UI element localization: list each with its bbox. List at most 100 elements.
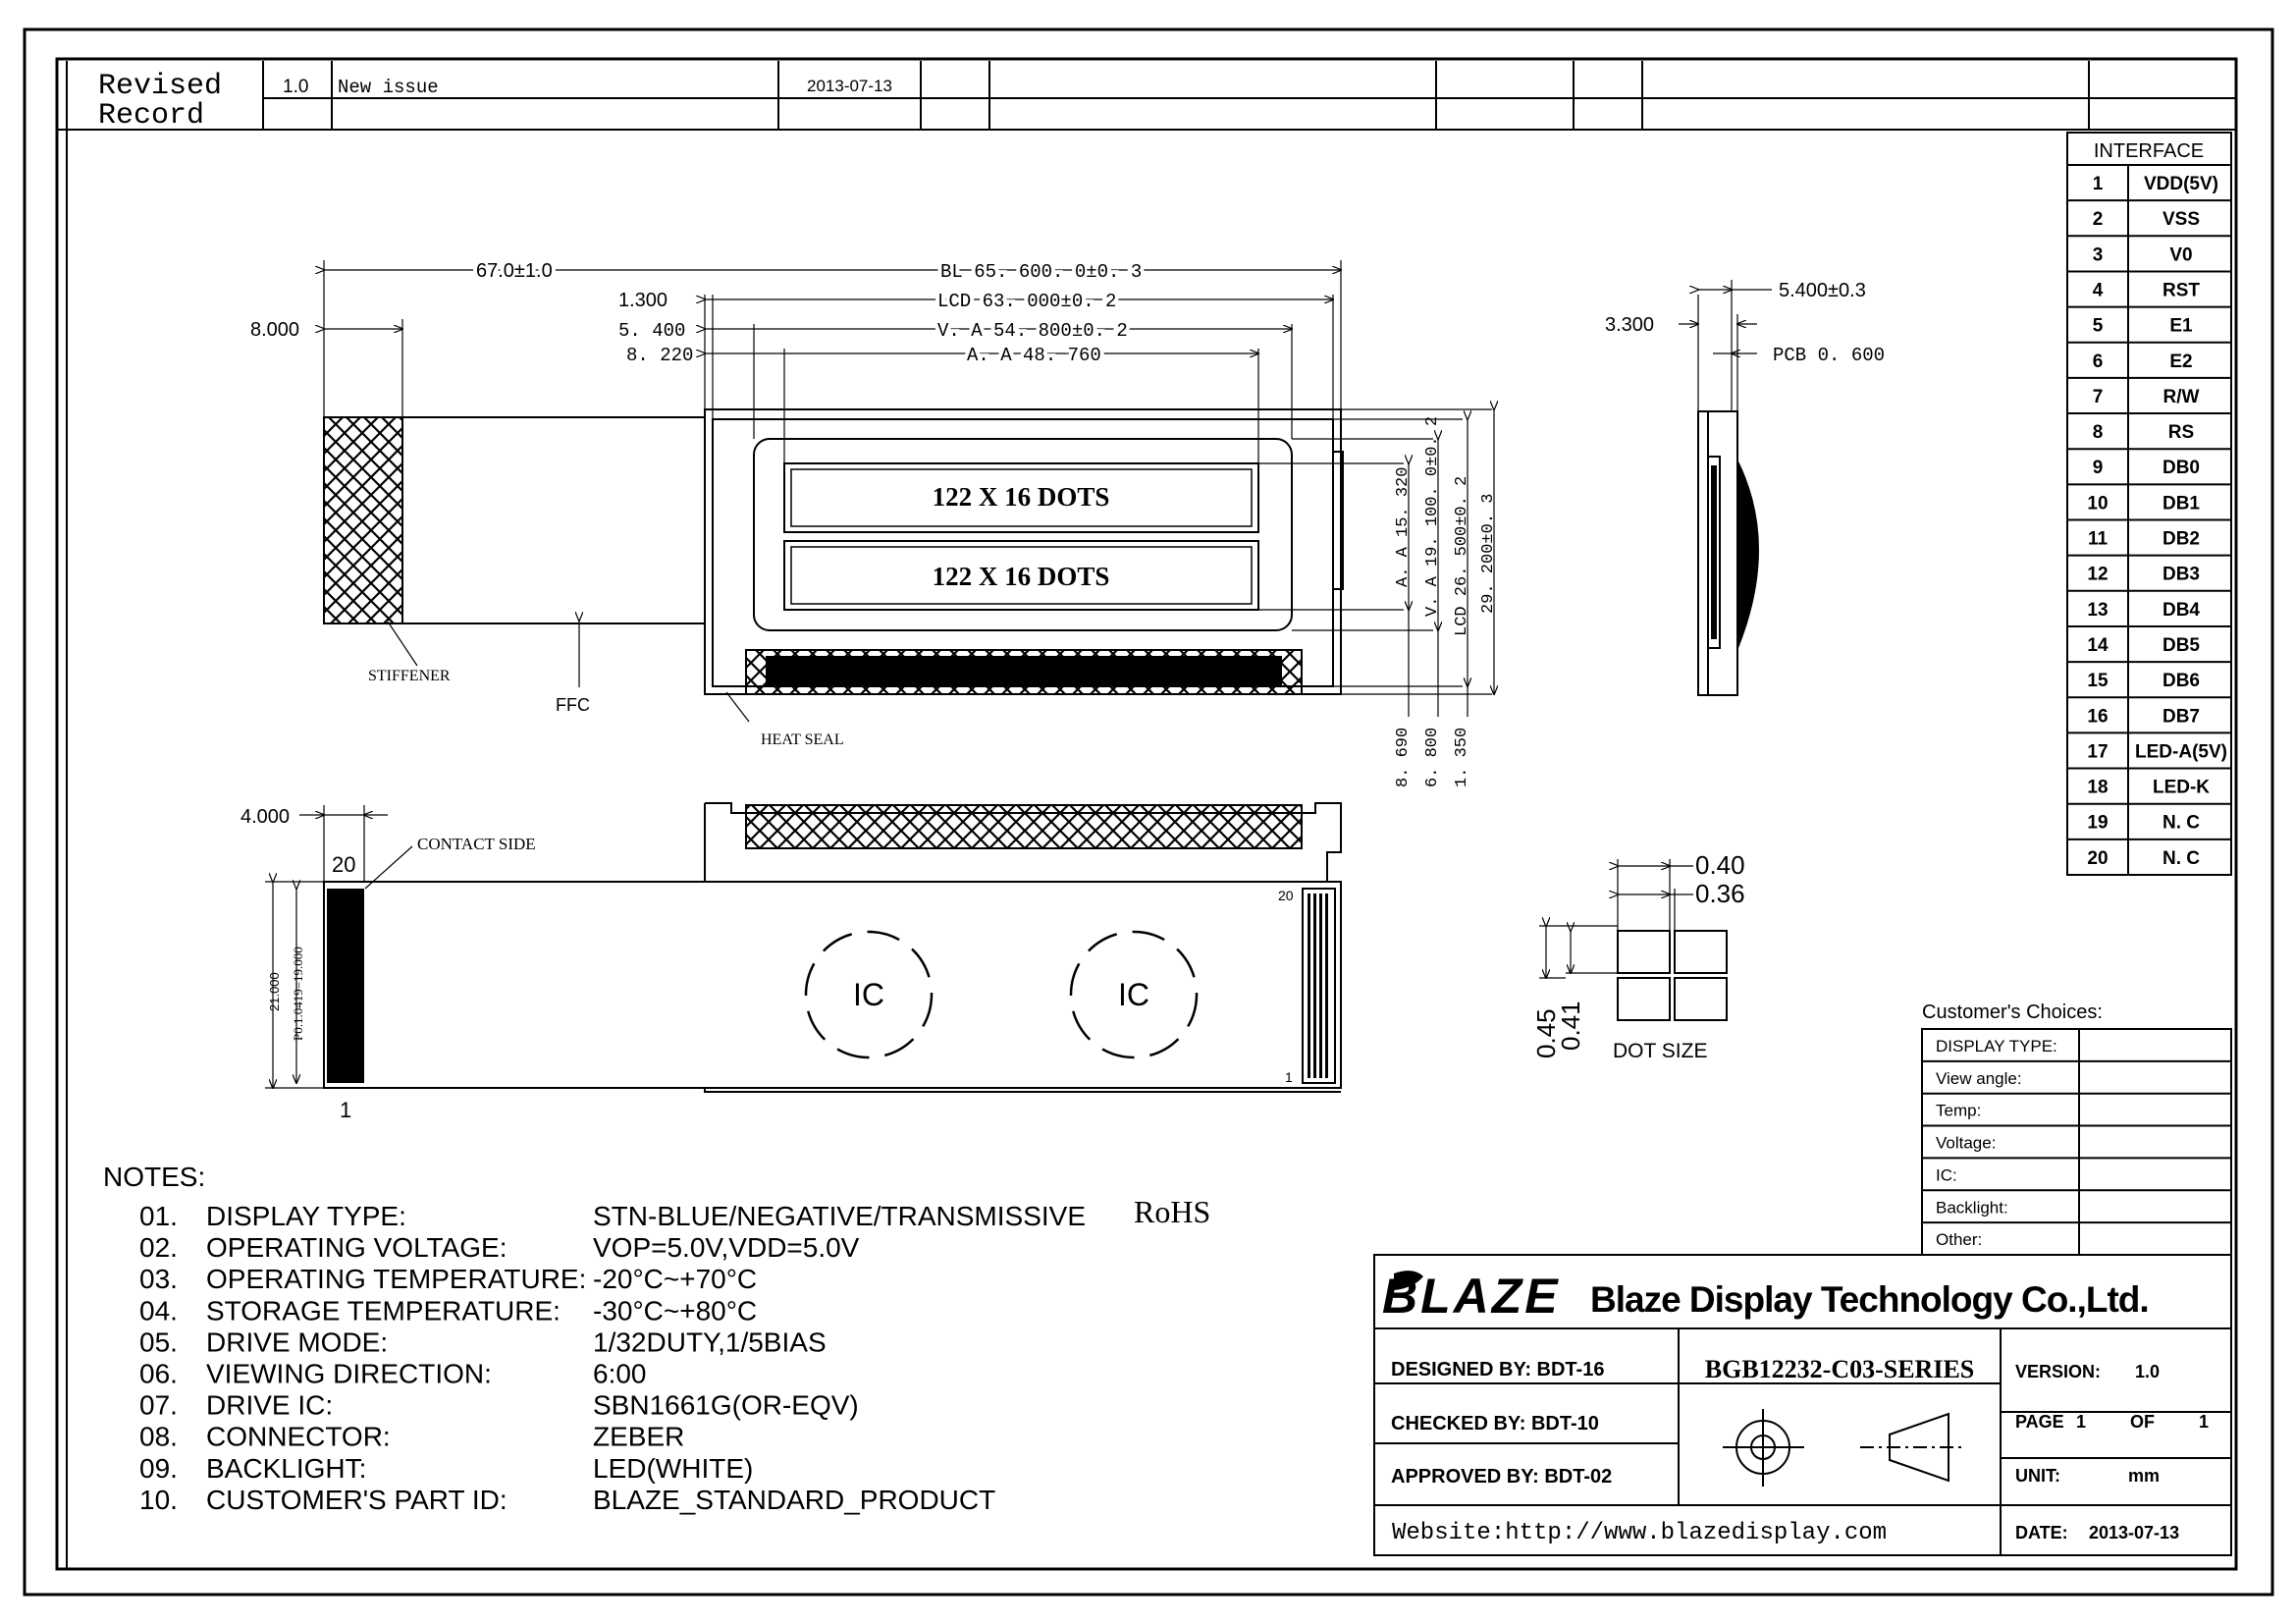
right-connector-pins — [1308, 893, 1330, 1078]
note-number: 10. — [139, 1485, 178, 1515]
back-dim-4000: 4.000 — [240, 806, 290, 828]
projection-symbol — [1723, 1409, 1965, 1487]
pin-number: 2 — [2093, 209, 2104, 230]
side-dim-5400: 5.400±0.3 — [1779, 280, 1866, 301]
back-label-contact: CONTACT SIDE — [417, 835, 536, 853]
unit-value: mm — [2128, 1466, 2160, 1486]
dim-aa: A. A 48. 760 — [967, 345, 1101, 366]
customer-row-label: View angle: — [1936, 1069, 2022, 1088]
notes-title: NOTES: — [103, 1162, 205, 1192]
interface-title: INTERFACE — [2094, 140, 2204, 162]
dim-1300: 1.300 — [618, 290, 667, 311]
of-label: OF — [2130, 1412, 2155, 1432]
dot-dim-040: 0.40 — [1695, 850, 1745, 880]
label-stiffener: STIFFENER — [368, 668, 451, 684]
customer-row-label: Other: — [1936, 1230, 1982, 1249]
note-label: STORAGE TEMPERATURE: — [206, 1295, 561, 1326]
logo: BLAZE — [1382, 1269, 1561, 1324]
note-number: 01. — [139, 1201, 178, 1231]
note-label: DISPLAY TYPE: — [206, 1201, 406, 1231]
back-label-20: 20 — [332, 852, 355, 877]
label-ffc: FFC — [556, 695, 590, 715]
dim-bl: BL 65. 600. 0±0. 3 — [940, 261, 1142, 283]
dim-6800: 6. 800 — [1423, 728, 1442, 787]
dim-va: V. A 54. 800±0. 2 — [937, 320, 1128, 342]
page-total: 1 — [2199, 1412, 2209, 1432]
dot-size-diagram — [1539, 859, 1728, 1021]
back-pcb — [323, 881, 1342, 1089]
pin-name: LED-K — [2153, 778, 2210, 798]
right-connector — [1302, 888, 1336, 1084]
pin-number: 11 — [2088, 529, 2109, 550]
note-number: 05. — [139, 1326, 178, 1357]
note-label: OPERATING VOLTAGE: — [206, 1232, 507, 1263]
pin-number: 7 — [2093, 387, 2104, 407]
pin-number: 19 — [2087, 813, 2108, 834]
aa-row-2-inner — [790, 546, 1253, 605]
note-value: -20°C~+70°C — [593, 1264, 757, 1294]
pin-number: 18 — [2087, 778, 2108, 798]
website-link[interactable]: Website:http://www.blazedisplay.com — [1392, 1520, 1887, 1546]
pin-name: DB0 — [2163, 458, 2200, 478]
pin-name: V0 — [2169, 244, 2192, 265]
aa-row-2 — [783, 540, 1259, 611]
dim-8220: 8. 220 — [626, 345, 693, 366]
dim-lcd: LCD 63. 000±0. 2 — [937, 291, 1116, 312]
pin-name: E2 — [2169, 352, 2192, 372]
pin-number: 20 — [2087, 848, 2108, 869]
note-value: -30°C~+80°C — [593, 1295, 757, 1326]
dim-8690: 8. 690 — [1394, 728, 1413, 787]
pin-number: 5 — [2093, 316, 2104, 337]
ic-label-2: IC — [1118, 977, 1149, 1012]
note-value: ZEBER — [593, 1422, 684, 1452]
pin-number: 3 — [2093, 244, 2104, 265]
back-label-1: 1 — [340, 1098, 351, 1122]
note-number: 06. — [139, 1359, 178, 1389]
pin-number: 4 — [2093, 280, 2104, 300]
back-dim-21000: 21.000 — [267, 972, 282, 1011]
title-block — [1373, 1254, 2232, 1556]
pin-name: RS — [2168, 422, 2194, 443]
customer-row-label: Temp: — [1936, 1102, 1981, 1120]
approved-by: APPROVED BY: BDT-02 — [1391, 1466, 1612, 1488]
revision-version: 1.0 — [283, 77, 308, 97]
pin-name: E1 — [2169, 316, 2193, 337]
company-name: Blaze Display Technology Co.,Ltd. — [1590, 1279, 2149, 1320]
revision-description: New issue — [338, 77, 439, 98]
bl-tab — [1333, 451, 1344, 590]
pin-name: DB3 — [2163, 565, 2200, 585]
pin-number: 9 — [2093, 458, 2104, 478]
note-label: CONNECTOR: — [206, 1422, 391, 1452]
pin-number: 13 — [2087, 600, 2108, 621]
pin-name: DB5 — [2163, 635, 2200, 656]
date-label: DATE: — [2015, 1523, 2068, 1543]
row1-text: 122 X 16 DOTS — [933, 482, 1110, 512]
pin-name: DB1 — [2163, 493, 2200, 514]
pin-number: 12 — [2087, 565, 2108, 585]
revised-label: Revised — [98, 70, 222, 103]
pin-number: 8 — [2093, 422, 2104, 443]
page-number: 1 — [2076, 1412, 2086, 1432]
dim-lcd-h: LCD 26. 500±0. 2 — [1453, 476, 1471, 636]
ic-circle-2 — [1069, 930, 1199, 1059]
customer-title: Customer's Choices: — [1922, 1001, 2103, 1023]
note-number: 03. — [139, 1264, 178, 1294]
note-value: SBN1661G(OR-EQV) — [593, 1390, 859, 1421]
lcd-outline — [712, 418, 1334, 687]
front-view — [323, 260, 1494, 723]
side-view — [1679, 280, 1772, 696]
label-heat-seal: HEAT SEAL — [761, 731, 844, 748]
stiffener — [323, 416, 403, 624]
pin-number: 16 — [2087, 706, 2108, 727]
note-value: VOP=5.0V,VDD=5.0V — [593, 1232, 860, 1263]
note-value: STN-BLUE/NEGATIVE/TRANSMISSIVE — [593, 1201, 1086, 1231]
back-heat-seal — [745, 804, 1303, 849]
dim-5400: 5. 400 — [618, 320, 685, 342]
ffc — [402, 416, 705, 624]
pin-number: 14 — [2087, 635, 2109, 656]
ic-circle-1 — [804, 930, 934, 1059]
note-number: 09. — [139, 1453, 178, 1484]
pin-name: LED-A(5V) — [2135, 741, 2227, 762]
pin-name: DB4 — [2163, 600, 2200, 621]
